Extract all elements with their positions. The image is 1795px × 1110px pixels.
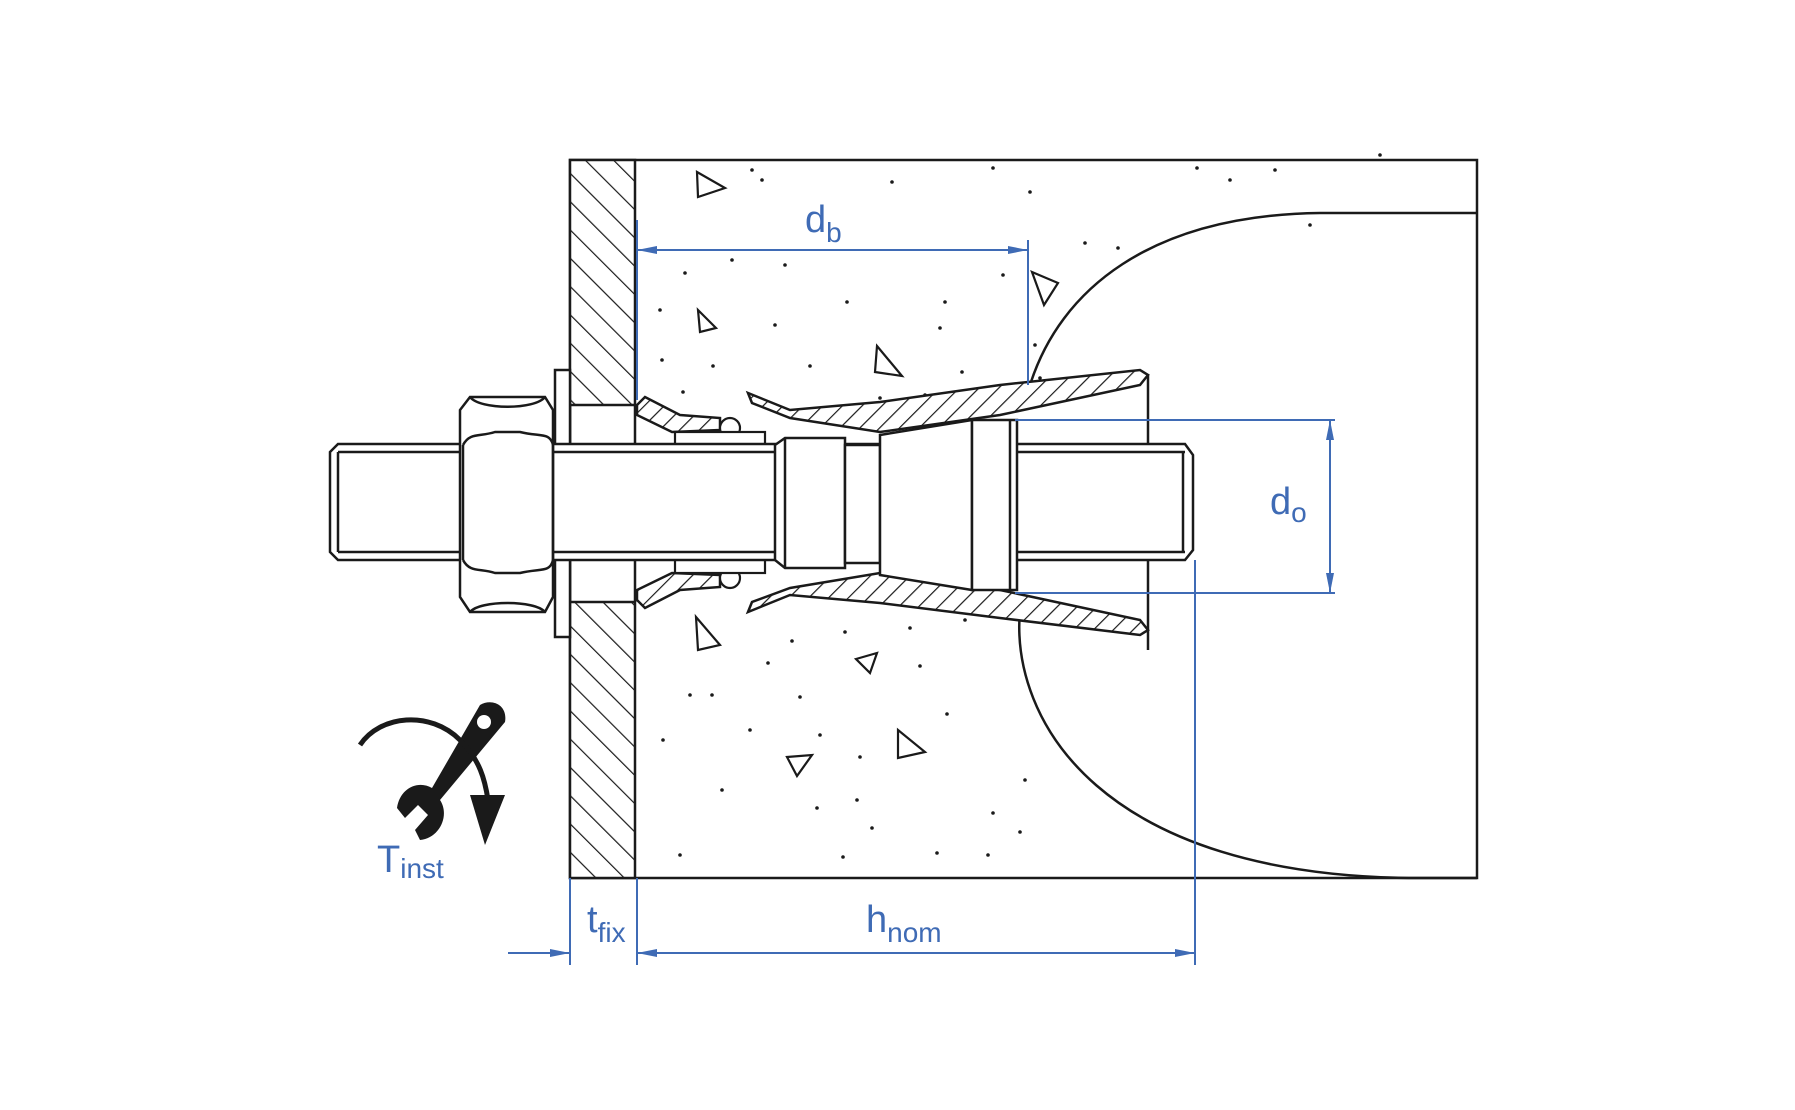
aggregate-texture <box>694 170 1060 779</box>
db-label: db <box>805 199 842 248</box>
fixture-plate <box>568 158 637 880</box>
tfix-label: tfix <box>587 899 626 948</box>
expansion-cone <box>773 418 1019 592</box>
hnom-label: hnom <box>866 899 942 948</box>
torque-wrench-icon <box>357 702 506 845</box>
dimension-lines <box>508 220 1335 965</box>
do-label: do <box>1270 481 1307 528</box>
hex-nut <box>458 395 555 614</box>
aggregate-dots <box>658 153 1382 859</box>
tinst-label: Tinst <box>377 839 444 884</box>
